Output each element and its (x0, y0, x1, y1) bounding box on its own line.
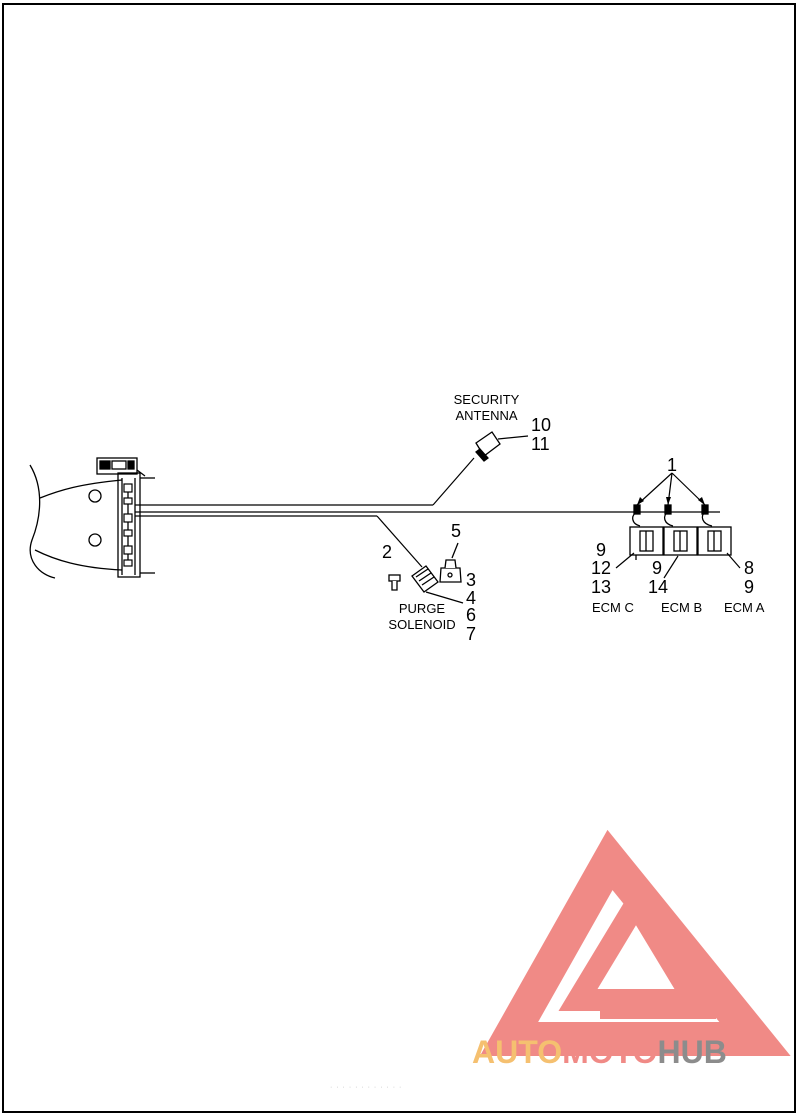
callout-5: 5 (451, 521, 462, 541)
callout-9-ecm-b: 9 (652, 558, 663, 578)
callout-12: 12 (591, 558, 612, 578)
callout-8: 8 (744, 558, 755, 578)
wordmark-hub: HUB (657, 1034, 727, 1070)
security-antenna-label-line2: ANTENNA (455, 408, 518, 423)
callout-11: 11 (531, 434, 550, 454)
leader-arrowheads (637, 497, 705, 505)
callout-2: 2 (382, 542, 393, 562)
automotohub-wordmark: AUTOMOTOHUB (472, 1036, 727, 1068)
footer-faint-text: · · · · · · · · · · · · (330, 1084, 403, 1091)
security-antenna-label: SECURITY ANTENNA (444, 393, 529, 422)
purge-solenoid-label: PURGE SOLENOID (380, 602, 464, 631)
ecm-leaders (615, 472, 741, 579)
security-antenna-label-line1: SECURITY (453, 392, 520, 407)
wordmark-moto: MOTO (562, 1034, 658, 1070)
callout-4: 4 (466, 588, 477, 608)
bracket-connector (96, 457, 146, 477)
callout-6: 6 (466, 605, 477, 625)
ecm-c-label: ECM C (592, 600, 634, 615)
callout-13: 13 (591, 577, 612, 597)
purge-solenoid-label-line1: PURGE (398, 601, 446, 616)
page-border (2, 3, 796, 1113)
harness-clips (123, 483, 133, 567)
callout-9-ecm-c: 9 (596, 540, 607, 560)
ecm-b-label: ECM B (661, 600, 703, 615)
ecm-connectors (629, 504, 732, 560)
callout-14: 14 (648, 577, 669, 597)
callout-10: 10 (531, 415, 552, 435)
purge-solenoid-parts (388, 542, 464, 604)
purge-solenoid-label-line2: SOLENOID (388, 617, 456, 632)
callout-3: 3 (466, 570, 477, 590)
automotohub-logo-mark (479, 829, 791, 1056)
callout-7: 7 (466, 624, 477, 644)
callout-9-ecm-a: 9 (744, 577, 755, 597)
ecm-a-label: ECM A (724, 600, 765, 615)
wordmark-auto: AUTO (472, 1034, 563, 1070)
harness-wires (135, 457, 720, 568)
security-antenna-connector (475, 431, 529, 462)
callout-1: 1 (667, 455, 678, 475)
frame-bracket (29, 464, 155, 579)
